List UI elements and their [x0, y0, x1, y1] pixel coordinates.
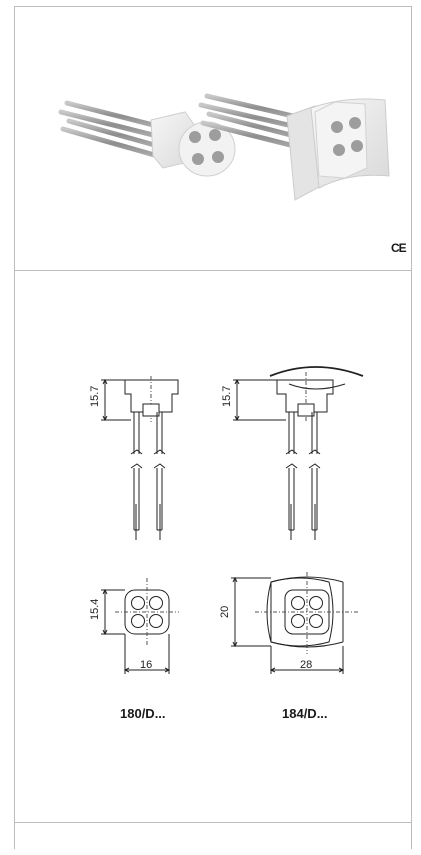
dim-180-front-height: 15.4 [89, 599, 101, 620]
product-photo [58, 93, 390, 201]
connector-184-photo [198, 93, 390, 201]
side-view-184 [233, 366, 364, 540]
front-view-180 [101, 578, 179, 674]
dim-184-side-height: 15.7 [221, 386, 233, 407]
dim-180-side-height: 15.7 [89, 386, 101, 407]
section-divider [14, 270, 412, 271]
bottom-divider [14, 822, 412, 823]
technical-drawing: 15.7 15.7 15.4 16 [89, 366, 364, 674]
model-label-184: 184/D... [282, 706, 328, 721]
dim-184-front-height: 20 [219, 606, 231, 618]
side-view-180 [101, 376, 179, 540]
page-frame [14, 6, 412, 849]
connector-180-photo [58, 100, 236, 177]
dim-180-front-width: 16 [140, 659, 152, 671]
ce-mark: CE [391, 241, 407, 255]
front-view-184 [231, 572, 359, 674]
dim-184-front-width: 28 [300, 659, 312, 671]
model-label-180: 180/D... [120, 706, 166, 721]
top-border [14, 6, 412, 7]
